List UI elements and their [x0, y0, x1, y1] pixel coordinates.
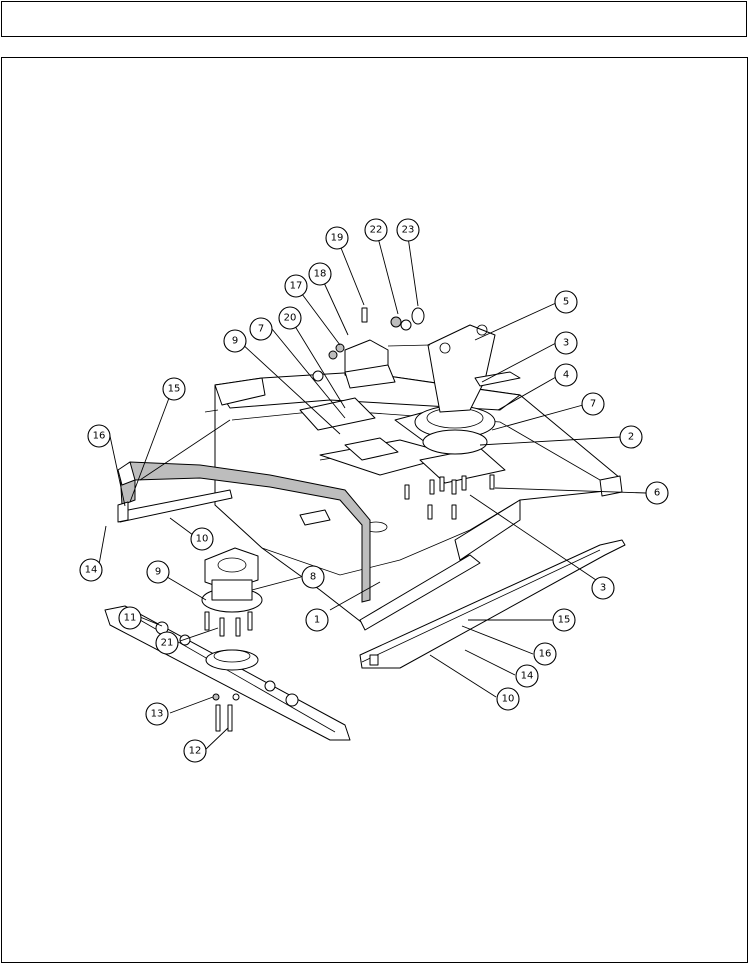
callout-label: 6 — [654, 488, 660, 499]
callout: 13 — [145, 702, 169, 726]
leader-lines — [97, 229, 647, 751]
callout-label: 14 — [521, 671, 534, 682]
callout: 3 — [554, 331, 578, 355]
callout-label: 7 — [258, 324, 264, 335]
header-bar — [1, 1, 747, 37]
callout-label: 12 — [189, 746, 202, 757]
callout: 7 — [249, 317, 273, 341]
callout: 10 — [190, 527, 214, 551]
callout-label: 3 — [600, 583, 606, 594]
callout-label: 9 — [232, 336, 238, 347]
bolts-group — [404, 474, 495, 520]
callout-label: 22 — [370, 225, 383, 236]
callout-label: 11 — [124, 613, 137, 624]
callout: 14 — [79, 558, 103, 582]
spindle-assembly — [201, 547, 263, 637]
callout-label: 21 — [161, 638, 174, 649]
callout: 12 — [183, 739, 207, 763]
callout-label: 10 — [502, 694, 515, 705]
callout-label: 8 — [310, 572, 316, 583]
callout-label: 10 — [196, 534, 209, 545]
callout: 4 — [554, 363, 578, 387]
callout-label: 9 — [155, 567, 161, 578]
callout: 9 — [223, 329, 247, 353]
callout: 5 — [554, 290, 578, 314]
callout: 7 — [581, 392, 605, 416]
callout: 8 — [301, 565, 325, 589]
callout-label: 16 — [539, 649, 552, 660]
callout-label: 23 — [402, 225, 415, 236]
callout: 16 — [533, 642, 557, 666]
callout: 2 — [619, 425, 643, 449]
callout-label: 13 — [151, 709, 164, 720]
callout: 19 — [325, 226, 349, 250]
callout: 20 — [278, 306, 302, 330]
callout: 11 — [118, 606, 142, 630]
callout-label: 5 — [563, 297, 569, 308]
callout-label: 7 — [590, 399, 596, 410]
callout-label: 17 — [290, 281, 303, 292]
callout: 17 — [284, 274, 308, 298]
tower-link — [427, 324, 521, 413]
right-skid — [359, 539, 626, 669]
callout-label: 20 — [284, 313, 297, 324]
callout: 3 — [591, 576, 615, 600]
mower-deck — [117, 371, 623, 631]
callout: 10 — [496, 687, 520, 711]
callout-label: 4 — [563, 370, 569, 381]
callout-label: 15 — [168, 384, 181, 395]
callout-label: 1 — [314, 615, 320, 626]
callout: 9 — [146, 560, 170, 584]
callout: 1 — [305, 608, 329, 632]
callout: 15 — [552, 608, 576, 632]
callout: 22 — [364, 218, 388, 242]
callout: 21 — [155, 631, 179, 655]
callout: 15 — [162, 377, 186, 401]
callout-label: 3 — [563, 338, 569, 349]
motor-mount — [299, 397, 506, 484]
callout-label: 15 — [558, 615, 571, 626]
callout: 16 — [87, 424, 111, 448]
callout: 18 — [308, 262, 332, 286]
callout: 23 — [396, 218, 420, 242]
callout-label: 19 — [331, 233, 344, 244]
callout-label: 16 — [93, 431, 106, 442]
callout: 6 — [645, 481, 669, 505]
callout-label: 18 — [314, 269, 327, 280]
callout-label: 14 — [85, 565, 98, 576]
callout: 14 — [515, 664, 539, 688]
left-skid — [117, 489, 233, 523]
callout-label: 2 — [628, 432, 634, 443]
callouts: 1 2 3 3 4 5 6 7 7 8 9 9 10 10 11 12 13 1… — [79, 218, 669, 763]
valve-block — [312, 307, 431, 389]
